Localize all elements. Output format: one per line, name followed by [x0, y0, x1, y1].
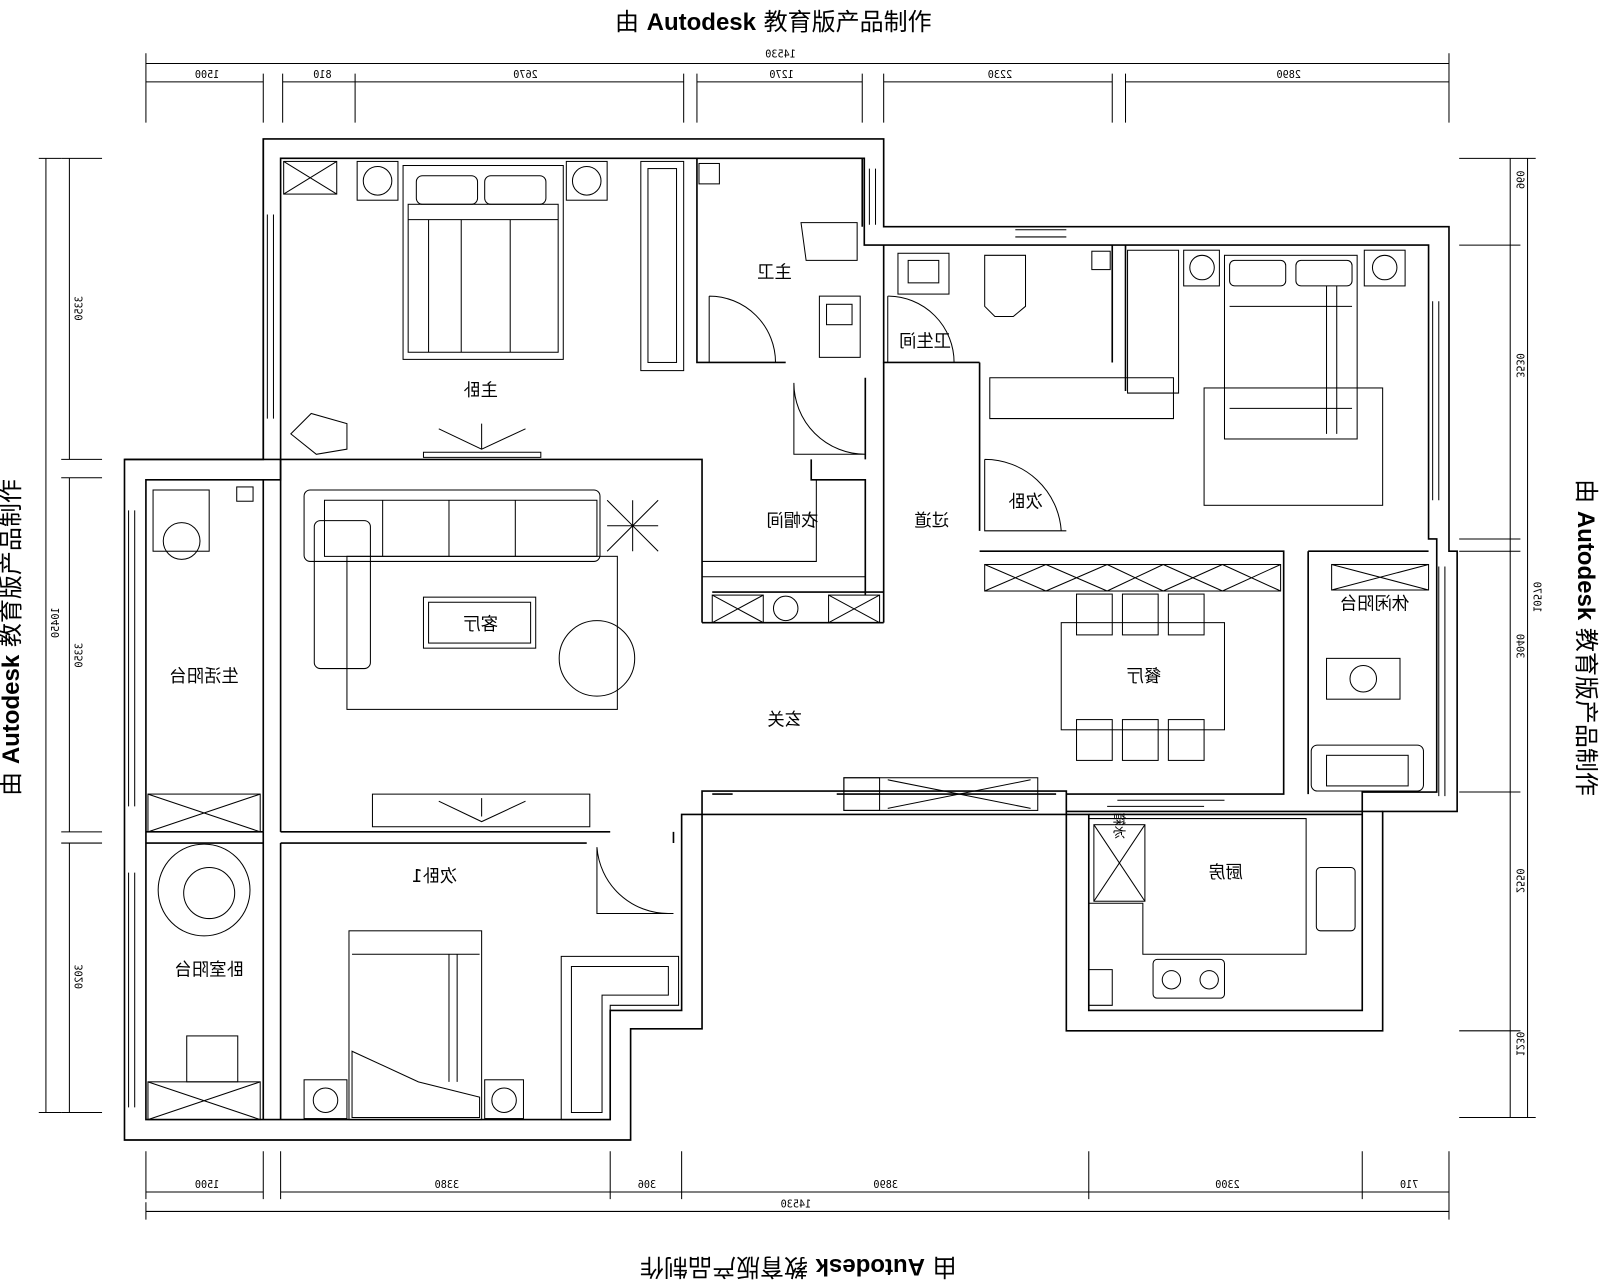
sofa: [303, 489, 659, 828]
second-bed-1: [303, 930, 680, 1121]
dim-left: 3350: [75, 296, 86, 321]
dim-bottom: 710: [1400, 1180, 1418, 1191]
label-bathroom: 卫生间: [899, 332, 951, 352]
dim-right: 960: [1513, 171, 1524, 189]
dim-right: 2550: [1513, 869, 1524, 894]
label-corridor: 过道: [914, 512, 949, 532]
label-fridge: 冰箱: [1110, 812, 1126, 839]
dim-bottom: 1500: [195, 1180, 220, 1191]
room-labels: 主卧 主卫 卫生间 次卧 过道 衣帽间 客厅 餐厅 生活阳台 休闲阳台 玄关 次…: [169, 263, 1409, 981]
label-utility-balcony: 生活阳台: [169, 667, 238, 687]
dim-bottom: 306: [638, 1180, 656, 1191]
second-bed: [989, 249, 1406, 506]
walls: [123, 138, 1458, 1141]
label-kitchen: 厨房: [1208, 863, 1243, 883]
label-bedroom-balcony: 卧室阳台: [175, 961, 244, 981]
master-bed: [283, 160, 608, 458]
label-living-room: 客厅: [463, 615, 498, 635]
dim-left: 3350: [75, 643, 86, 668]
dim-bottom: 2300: [1215, 1180, 1240, 1191]
bathroom-fixtures: [897, 250, 1111, 318]
dim-top: 1500: [195, 70, 220, 81]
master-wardrobe: [640, 160, 685, 372]
label-second-bedroom-1: 次卧1: [411, 867, 457, 887]
dimension-labels: 14530 1500 810 2670 1270 2230 2890 1500 …: [51, 49, 1541, 1210]
label-cloakroom: 衣帽间: [766, 512, 818, 532]
watermark-brand: Autodesk: [646, 9, 756, 36]
windows: [128, 168, 1446, 1108]
dim-bottom: 3890: [873, 1180, 898, 1191]
dim-right: 3530: [1513, 353, 1524, 378]
doors: [596, 295, 1067, 914]
shoe-cabinet: [843, 777, 1039, 811]
dim-top: 2670: [513, 70, 538, 81]
dim-top: 1270: [769, 70, 794, 81]
watermark-top: 由 Autodesk 教育版产品制作: [615, 2, 932, 37]
dimension-lines: [38, 53, 1536, 1220]
bedroom-balcony-furniture: [147, 843, 261, 1121]
washing-machine: [147, 486, 261, 833]
label-entrance: 玄关: [767, 711, 802, 731]
dim-top-total: 14530: [765, 49, 796, 60]
dim-left-total: 10450: [51, 607, 62, 638]
dim-right: 3040: [1513, 634, 1524, 659]
label-second-bedroom: 次卧: [1008, 492, 1043, 512]
watermark-prefix: 由: [615, 8, 639, 36]
label-master-bedroom: 主卧: [463, 381, 498, 401]
dim-top: 2890: [1276, 70, 1301, 81]
dim-bottom-total: 14530: [781, 1199, 812, 1210]
label-leisure-balcony: 休闲阳台: [1340, 594, 1409, 614]
label-dining-room: 餐厅: [1127, 667, 1162, 687]
watermark-suffix: 教育版产品制作: [763, 8, 932, 36]
dim-right: 1230: [1513, 1032, 1524, 1057]
dim-top: 2230: [988, 70, 1013, 81]
dining-table: [984, 563, 1282, 761]
dim-left: 3020: [75, 964, 86, 989]
master-bath-fixtures: [698, 162, 861, 358]
dim-bottom: 3380: [435, 1180, 460, 1191]
kitchen-fixtures: [1088, 818, 1356, 1006]
leisure-balcony-furniture: [1310, 563, 1430, 792]
label-master-bath: 主卫: [757, 263, 792, 283]
dim-right-total: 10570: [1531, 582, 1542, 613]
cloakroom-wardrobe: [701, 479, 881, 624]
dim-top: 810: [313, 70, 331, 81]
